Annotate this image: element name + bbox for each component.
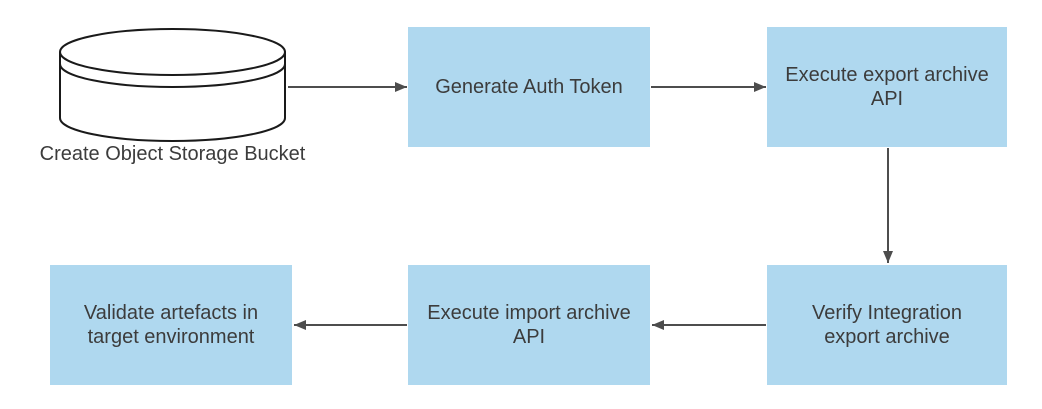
- node-verify-integration-export-archive: Verify Integration export archive: [767, 265, 1007, 385]
- storage-bucket-cylinder-shape: [59, 28, 286, 142]
- node-validate-artefacts-target-environment: Validate artefacts in target environment: [50, 265, 292, 385]
- node-label-line: Validate artefacts in: [83, 302, 259, 324]
- node-execute-export-archive-api: Execute export archive API: [767, 27, 1007, 147]
- node-execute-import-archive-api: Execute import archive API: [408, 265, 650, 385]
- node-label-line: Generate Auth Token: [435, 76, 623, 98]
- node-label-line: API: [870, 88, 904, 110]
- node-generate-auth-token: Generate Auth Token: [408, 27, 650, 147]
- node-label-line: Execute export archive: [785, 64, 989, 86]
- node-label-line: export archive: [824, 326, 950, 348]
- node-label-line: Verify Integration: [811, 302, 963, 324]
- storage-bucket-label: Create Object Storage Bucket: [39, 143, 306, 165]
- node-label-line: API: [512, 326, 546, 348]
- node-label-line: target environment: [87, 326, 255, 348]
- node-label-line: Execute import archive: [427, 302, 631, 324]
